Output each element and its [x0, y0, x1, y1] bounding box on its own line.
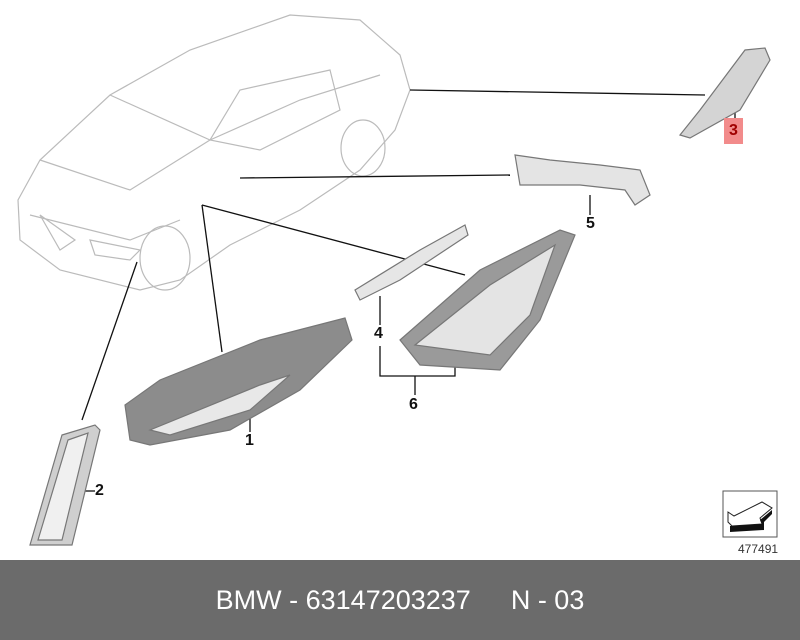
diagram-page: N - 03: [510, 584, 585, 615]
part-1-grille: [124, 317, 353, 446]
callout-1: 1: [245, 432, 254, 449]
part-3-trim: [678, 47, 771, 139]
callout-6: 6: [409, 396, 418, 413]
parts-diagram: [17, 14, 771, 546]
part-5-light: [514, 154, 651, 206]
reference-number: 477491: [738, 542, 779, 556]
footer-bar: BMW - 63147203237 N - 03: [0, 560, 800, 640]
car-outline: [17, 14, 411, 291]
callout-3-highlighted: 3: [724, 118, 743, 144]
part-number: BMW - 63147203237: [215, 584, 471, 615]
callout-2: 2: [95, 482, 104, 499]
callout-4: 4: [374, 325, 383, 342]
direction-arrow-icon: [722, 490, 778, 538]
callout-5: 5: [586, 215, 595, 232]
part-4-strip: [354, 224, 469, 301]
part-shapes: [29, 47, 771, 546]
